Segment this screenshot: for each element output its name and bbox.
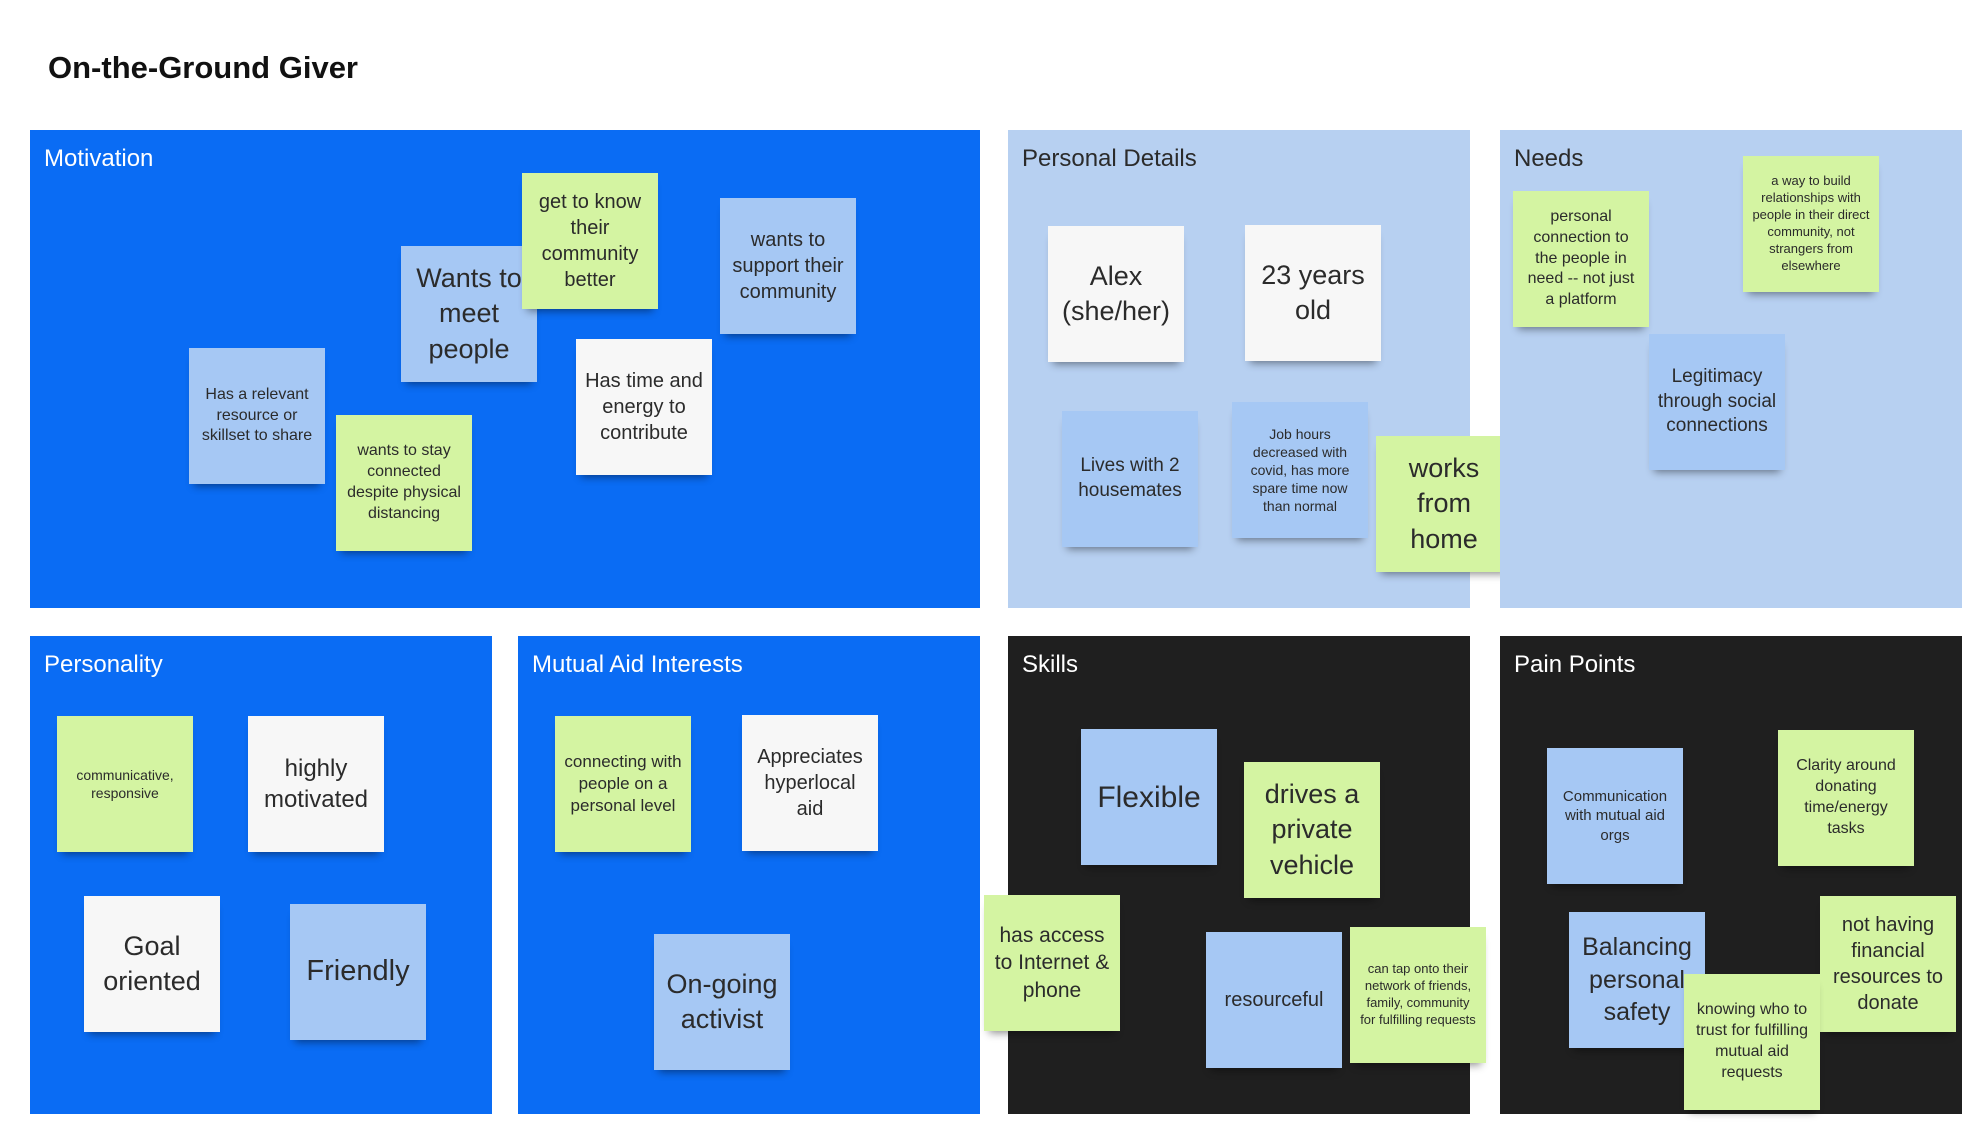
sticky-note[interactable]: Communication with mutual aid orgs: [1547, 748, 1683, 884]
panel-title: Personality: [44, 651, 163, 678]
sticky-note[interactable]: Goal oriented: [84, 896, 220, 1032]
sticky-note[interactable]: Wants to meet people: [401, 246, 537, 382]
sticky-note[interactable]: communicative, responsive: [57, 716, 193, 852]
sticky-note[interactable]: has access to Internet & phone: [984, 895, 1120, 1031]
sticky-note[interactable]: a way to build relationships with people…: [1743, 156, 1879, 292]
sticky-note[interactable]: highly motivated: [248, 716, 384, 852]
sticky-note[interactable]: works from home: [1376, 436, 1512, 572]
panel-title: Skills: [1022, 651, 1079, 678]
sticky-note[interactable]: On-going activist: [654, 934, 790, 1070]
sticky-note[interactable]: Has time and energy to contribute: [576, 339, 712, 475]
sticky-note[interactable]: resourceful: [1206, 932, 1342, 1068]
panel-title: Personal Details: [1022, 145, 1197, 172]
sticky-note[interactable]: personal connection to the people in nee…: [1513, 191, 1649, 327]
sticky-note[interactable]: connecting with people on a personal lev…: [555, 716, 691, 852]
sticky-note[interactable]: Appreciates hyperlocal aid: [742, 715, 878, 851]
sticky-note[interactable]: drives a private vehicle: [1244, 762, 1380, 898]
sticky-note[interactable]: Has a relevant resource or skillset to s…: [189, 348, 325, 484]
sticky-note[interactable]: Lives with 2 housemates: [1062, 411, 1198, 547]
sticky-note[interactable]: wants to support their community: [720, 198, 856, 334]
panel-title: Needs: [1514, 145, 1584, 172]
sticky-note[interactable]: Legitimacy through social connections: [1649, 334, 1785, 470]
panel-title: Mutual Aid Interests: [532, 651, 743, 678]
sticky-note[interactable]: Job hours decreased with covid, has more…: [1232, 402, 1368, 538]
sticky-note[interactable]: Alex (she/her): [1048, 226, 1184, 362]
sticky-note[interactable]: Balancing personal safety: [1569, 912, 1705, 1048]
sticky-note[interactable]: Flexible: [1081, 729, 1217, 865]
sticky-note[interactable]: Friendly: [290, 904, 426, 1040]
sticky-note[interactable]: not having financial resources to donate: [1820, 896, 1956, 1032]
board-title: On-the-Ground Giver: [48, 50, 358, 85]
sticky-note[interactable]: 23 years old: [1245, 225, 1381, 361]
sticky-note[interactable]: Clarity around donating time/energy task…: [1778, 730, 1914, 866]
sticky-note[interactable]: can tap onto their network of friends, f…: [1350, 927, 1486, 1063]
sticky-note[interactable]: get to know their community better: [522, 173, 658, 309]
panel-title: Motivation: [44, 145, 154, 172]
sticky-note[interactable]: wants to stay connected despite physical…: [336, 415, 472, 551]
panel-personality[interactable]: Personality: [30, 636, 492, 1114]
sticky-note[interactable]: knowing who to trust for fulfilling mutu…: [1684, 974, 1820, 1110]
panel-title: Pain Points: [1514, 651, 1636, 678]
